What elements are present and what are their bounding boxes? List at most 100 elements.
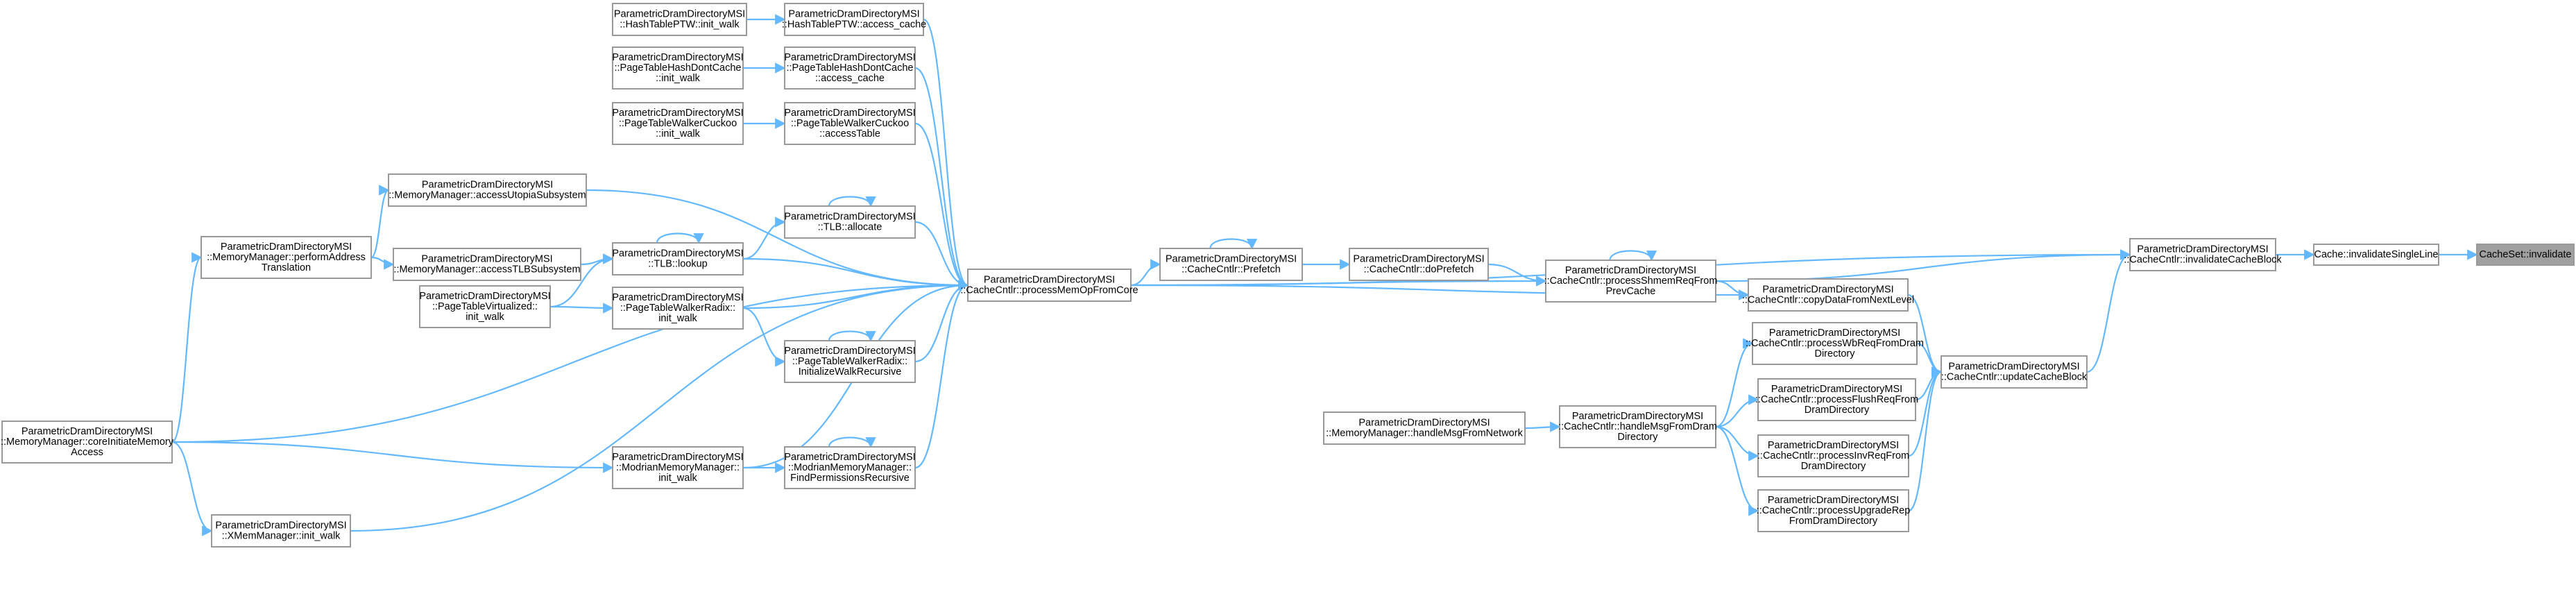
node-cc_doprefetch[interactable]: ParametricDramDirectoryMSI::CacheCntlr::… xyxy=(1349,248,1489,281)
node-label-line: ParametricDramDirectoryMSI xyxy=(1166,254,1297,265)
node-label-line: ::HashTablePTW::init_walk xyxy=(620,19,740,31)
node-ptwc_initwalk[interactable]: ParametricDramDirectoryMSI::PageTableWal… xyxy=(612,102,744,145)
node-label-line: ::MemoryManager::performAddress xyxy=(207,252,366,263)
node-box xyxy=(784,205,916,239)
node-cc_copydatafromnextlevel[interactable]: ParametricDramDirectoryMSI::CacheCntlr::… xyxy=(1742,278,1914,312)
node-cc_processflushreqfromdramdirectory[interactable]: ParametricDramDirectoryMSI::CacheCntlr::… xyxy=(1755,378,1918,421)
node-label-line: ParametricDramDirectoryMSI xyxy=(422,180,553,191)
node-xmem_initwalk[interactable]: ParametricDramDirectoryMSI::XMemManager:… xyxy=(211,514,351,548)
node-htptw_accesscache[interactable]: ParametricDramDirectoryMSI::HashTablePTW… xyxy=(782,3,926,36)
node-modrian_initwalk[interactable]: ParametricDramDirectoryMSI::ModrianMemor… xyxy=(612,446,744,489)
node-label-line: InitializeWalkRecursive xyxy=(799,366,902,377)
node-modrian_findpermissionsrecursive[interactable]: ParametricDramDirectoryMSI::ModrianMemor… xyxy=(784,446,916,489)
node-ptwc_accesstable[interactable]: ParametricDramDirectoryMSI::PageTableWal… xyxy=(784,102,916,145)
node-cc_handlemsgfromdramdirectory[interactable]: ParametricDramDirectoryMSI::CacheCntlr::… xyxy=(1558,405,1717,448)
node-box xyxy=(201,236,372,279)
node-pthdc_initwalk[interactable]: ParametricDramDirectoryMSI::PageTableHas… xyxy=(612,46,744,90)
call-edge-ptv_initwalk-to-ptwr_initwalk xyxy=(549,303,614,314)
edge-layer xyxy=(171,14,2478,536)
node-box xyxy=(784,446,916,489)
node-label-line: ParametricDramDirectoryMSI xyxy=(1565,265,1696,276)
node-cc_processupgraderepfromdramdirectory[interactable]: ParametricDramDirectoryMSI::CacheCntlr::… xyxy=(1757,489,1911,532)
node-label-line: ::CacheCntlr::processMemOpFromCore xyxy=(960,285,1138,296)
node-label-line: ParametricDramDirectoryMSI xyxy=(612,452,743,463)
node-label-line: ParametricDramDirectoryMSI xyxy=(419,291,550,302)
call-edge-cc_doprefetch-to-cc_processshmemreqfromprevcache xyxy=(1487,263,1547,287)
node-box xyxy=(784,46,916,90)
node-cc_processwbreqfromdramdirectory[interactable]: ParametricDramDirectoryMSI::CacheCntlr::… xyxy=(1746,322,1924,365)
node-label-line: ParametricDramDirectoryMSI xyxy=(2137,244,2268,255)
node-tlb_lookup[interactable]: ParametricDramDirectoryMSI::TLB::lookup xyxy=(612,242,744,275)
node-label-line: ::MemoryManager::accessUtopiaSubsystem xyxy=(389,190,586,201)
node-box xyxy=(784,3,924,36)
node-label-line: ::PageTableWalkerRadix:: xyxy=(792,356,907,367)
call-edge-tlb_allocate-to-tlb_allocate xyxy=(828,196,876,207)
node-label-line: ::PageTableWalkerCuckoo xyxy=(619,118,737,129)
node-ptwr_initializewalkrecursive[interactable]: ParametricDramDirectoryMSI::PageTableWal… xyxy=(784,340,916,383)
node-label-line: ParametricDramDirectoryMSI xyxy=(784,212,915,223)
node-pthdc_accesscache[interactable]: ParametricDramDirectoryMSI::PageTableHas… xyxy=(784,46,916,90)
node-label-line: ::access_cache xyxy=(815,73,885,84)
node-label-line: ::PageTableWalkerRadix:: xyxy=(620,303,735,314)
node-box xyxy=(1757,378,1916,421)
node-ptv_initwalk[interactable]: ParametricDramDirectoryMSI::PageTableVir… xyxy=(419,285,551,328)
node-mm_accesstlbsubsystem[interactable]: ParametricDramDirectoryMSI::MemoryManage… xyxy=(393,248,581,281)
node-label-line: init_walk xyxy=(658,313,697,324)
node-box xyxy=(612,287,744,330)
node-label-line: ParametricDramDirectoryMSI xyxy=(22,426,153,437)
call-edge-ptwc_accesstable-to-cc_processmemopfromcore xyxy=(914,122,969,291)
node-cc_processmemopfromcore[interactable]: ParametricDramDirectoryMSI::CacheCntlr::… xyxy=(960,269,1138,302)
node-label-line: ::CacheCntlr::processUpgradeRep xyxy=(1757,505,1911,516)
node-tlb_allocate[interactable]: ParametricDramDirectoryMSI::TLB::allocat… xyxy=(784,205,916,239)
call-edge-tlb_lookup-to-tlb_allocate xyxy=(742,217,786,260)
node-box xyxy=(1748,278,1909,312)
node-cache_invalidatesingleline[interactable]: Cache::invalidateSingleLine xyxy=(2313,244,2439,266)
node-ptwr_initwalk[interactable]: ParametricDramDirectoryMSI::PageTableWal… xyxy=(612,287,744,330)
node-box xyxy=(1349,248,1489,281)
node-label-line: ParametricDramDirectoryMSI xyxy=(984,275,1115,286)
node-label-line: ::accessTable xyxy=(819,128,880,139)
call-edge-ptwr_initwalk-to-ptwr_initializewalkrecursive xyxy=(742,307,786,367)
call-edge-modrian_findpermissionsrecursive-to-cc_processmemopfromcore xyxy=(914,280,969,469)
node-box xyxy=(1757,489,1909,532)
node-box xyxy=(1545,260,1716,303)
node-mm_performaddresstranslation[interactable]: ParametricDramDirectoryMSI::MemoryManage… xyxy=(201,236,372,279)
node-label-line: ParametricDramDirectoryMSI xyxy=(1769,328,1900,339)
node-label-line: ParametricDramDirectoryMSI xyxy=(421,254,552,265)
node-label-line: ::init_walk xyxy=(656,73,700,84)
node-label-line: ::XMemManager::init_walk xyxy=(222,531,341,542)
node-label-line: ::CacheCntlr::processInvReqFrom xyxy=(1757,450,1909,461)
node-label-line: ::PageTableVirtualized:: xyxy=(432,301,538,312)
call-edge-xmem_initwalk-to-cc_processmemopfromcore xyxy=(350,280,969,532)
node-mm_accessutopiasubsystem[interactable]: ParametricDramDirectoryMSI::MemoryManage… xyxy=(388,173,587,207)
call-edge-cc_processshmemreqfromprevcache-to-cc_invalidatecacheblock xyxy=(1715,249,2131,282)
node-mm_coreinitiatememoryaccess[interactable]: ParametricDramDirectoryMSI::MemoryManage… xyxy=(1,421,174,464)
node-label-line: ParametricDramDirectoryMSI xyxy=(215,520,346,532)
node-layer: CacheSet::invalidateCache::invalidateSin… xyxy=(1,3,2575,548)
node-label-line: ParametricDramDirectoryMSI xyxy=(221,241,352,253)
call-edge-tlb_lookup-to-tlb_lookup xyxy=(656,232,704,244)
node-htptw_initwalk[interactable]: ParametricDramDirectoryMSI::HashTablePTW… xyxy=(612,3,747,36)
node-label-line: ParametricDramDirectoryMSI xyxy=(1762,285,1893,296)
node-label-line: ParametricDramDirectoryMSI xyxy=(612,52,743,63)
node-cc_prefetch[interactable]: ParametricDramDirectoryMSI::CacheCntlr::… xyxy=(1159,248,1303,281)
node-cc_invalidatecacheblock[interactable]: ParametricDramDirectoryMSI::CacheCntlr::… xyxy=(2124,238,2282,271)
node-label-line: FindPermissionsRecursive xyxy=(790,473,910,484)
node-cc_processshmemreqfromprevcache[interactable]: ParametricDramDirectoryMSI::CacheCntlr::… xyxy=(1544,260,1718,303)
node-mm_handlemsgfromnetwork[interactable]: ParametricDramDirectoryMSI::MemoryManage… xyxy=(1323,411,1526,445)
node-cc_updatecacheblock[interactable]: ParametricDramDirectoryMSI::CacheCntlr::… xyxy=(1940,355,2088,389)
node-label-line: Directory xyxy=(1617,432,1658,443)
call-edge-cc_processshmemreqfromprevcache-to-cc_processshmemreqfromprevcache xyxy=(1609,250,1657,262)
call-edge-cc_processmemopfromcore-to-cc_prefetch xyxy=(1130,259,1161,287)
node-box xyxy=(2476,244,2575,266)
node-box xyxy=(612,46,744,90)
node-label-line: DramDirectory xyxy=(1805,405,1870,416)
node-box xyxy=(1159,248,1303,281)
node-box xyxy=(1323,411,1526,445)
node-label-line: ::CacheCntlr::copyDataFromNextLevel xyxy=(1742,295,1914,306)
node-cc_processinvreqfromdramdirectory[interactable]: ParametricDramDirectoryMSI::CacheCntlr::… xyxy=(1757,434,1909,477)
call-edge-cc_processshmemreqfromprevcache-to-cc_copydatafromnextlevel xyxy=(1715,280,1750,300)
node-box xyxy=(1940,355,2088,389)
call-edge-cc_handlemsgfromdramdirectory-to-cc_processupgraderepfromdramdirectory xyxy=(1715,425,1759,516)
